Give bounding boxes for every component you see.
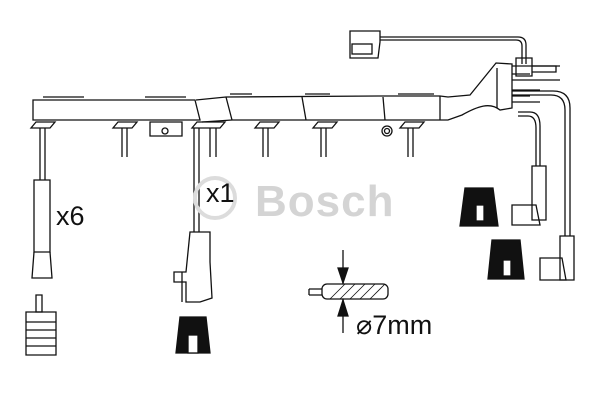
rubber-boots xyxy=(175,187,525,354)
coil-connector xyxy=(173,231,213,303)
sensor-connector xyxy=(349,30,381,59)
spark-plug-boot xyxy=(25,179,57,356)
plug-lead-drops xyxy=(29,121,426,232)
harness-rail xyxy=(32,36,571,236)
brand-watermark: Bosch xyxy=(255,177,395,226)
cable-diameter-label: ⌀7mm xyxy=(356,310,433,340)
bosch-logo-ring-icon xyxy=(193,176,237,220)
plug-lead-quantity-label: x6 xyxy=(56,201,85,231)
distributor-ends xyxy=(511,165,575,281)
cable-cross-section xyxy=(308,250,389,333)
coil-lead-quantity-label: x1 xyxy=(206,178,235,208)
